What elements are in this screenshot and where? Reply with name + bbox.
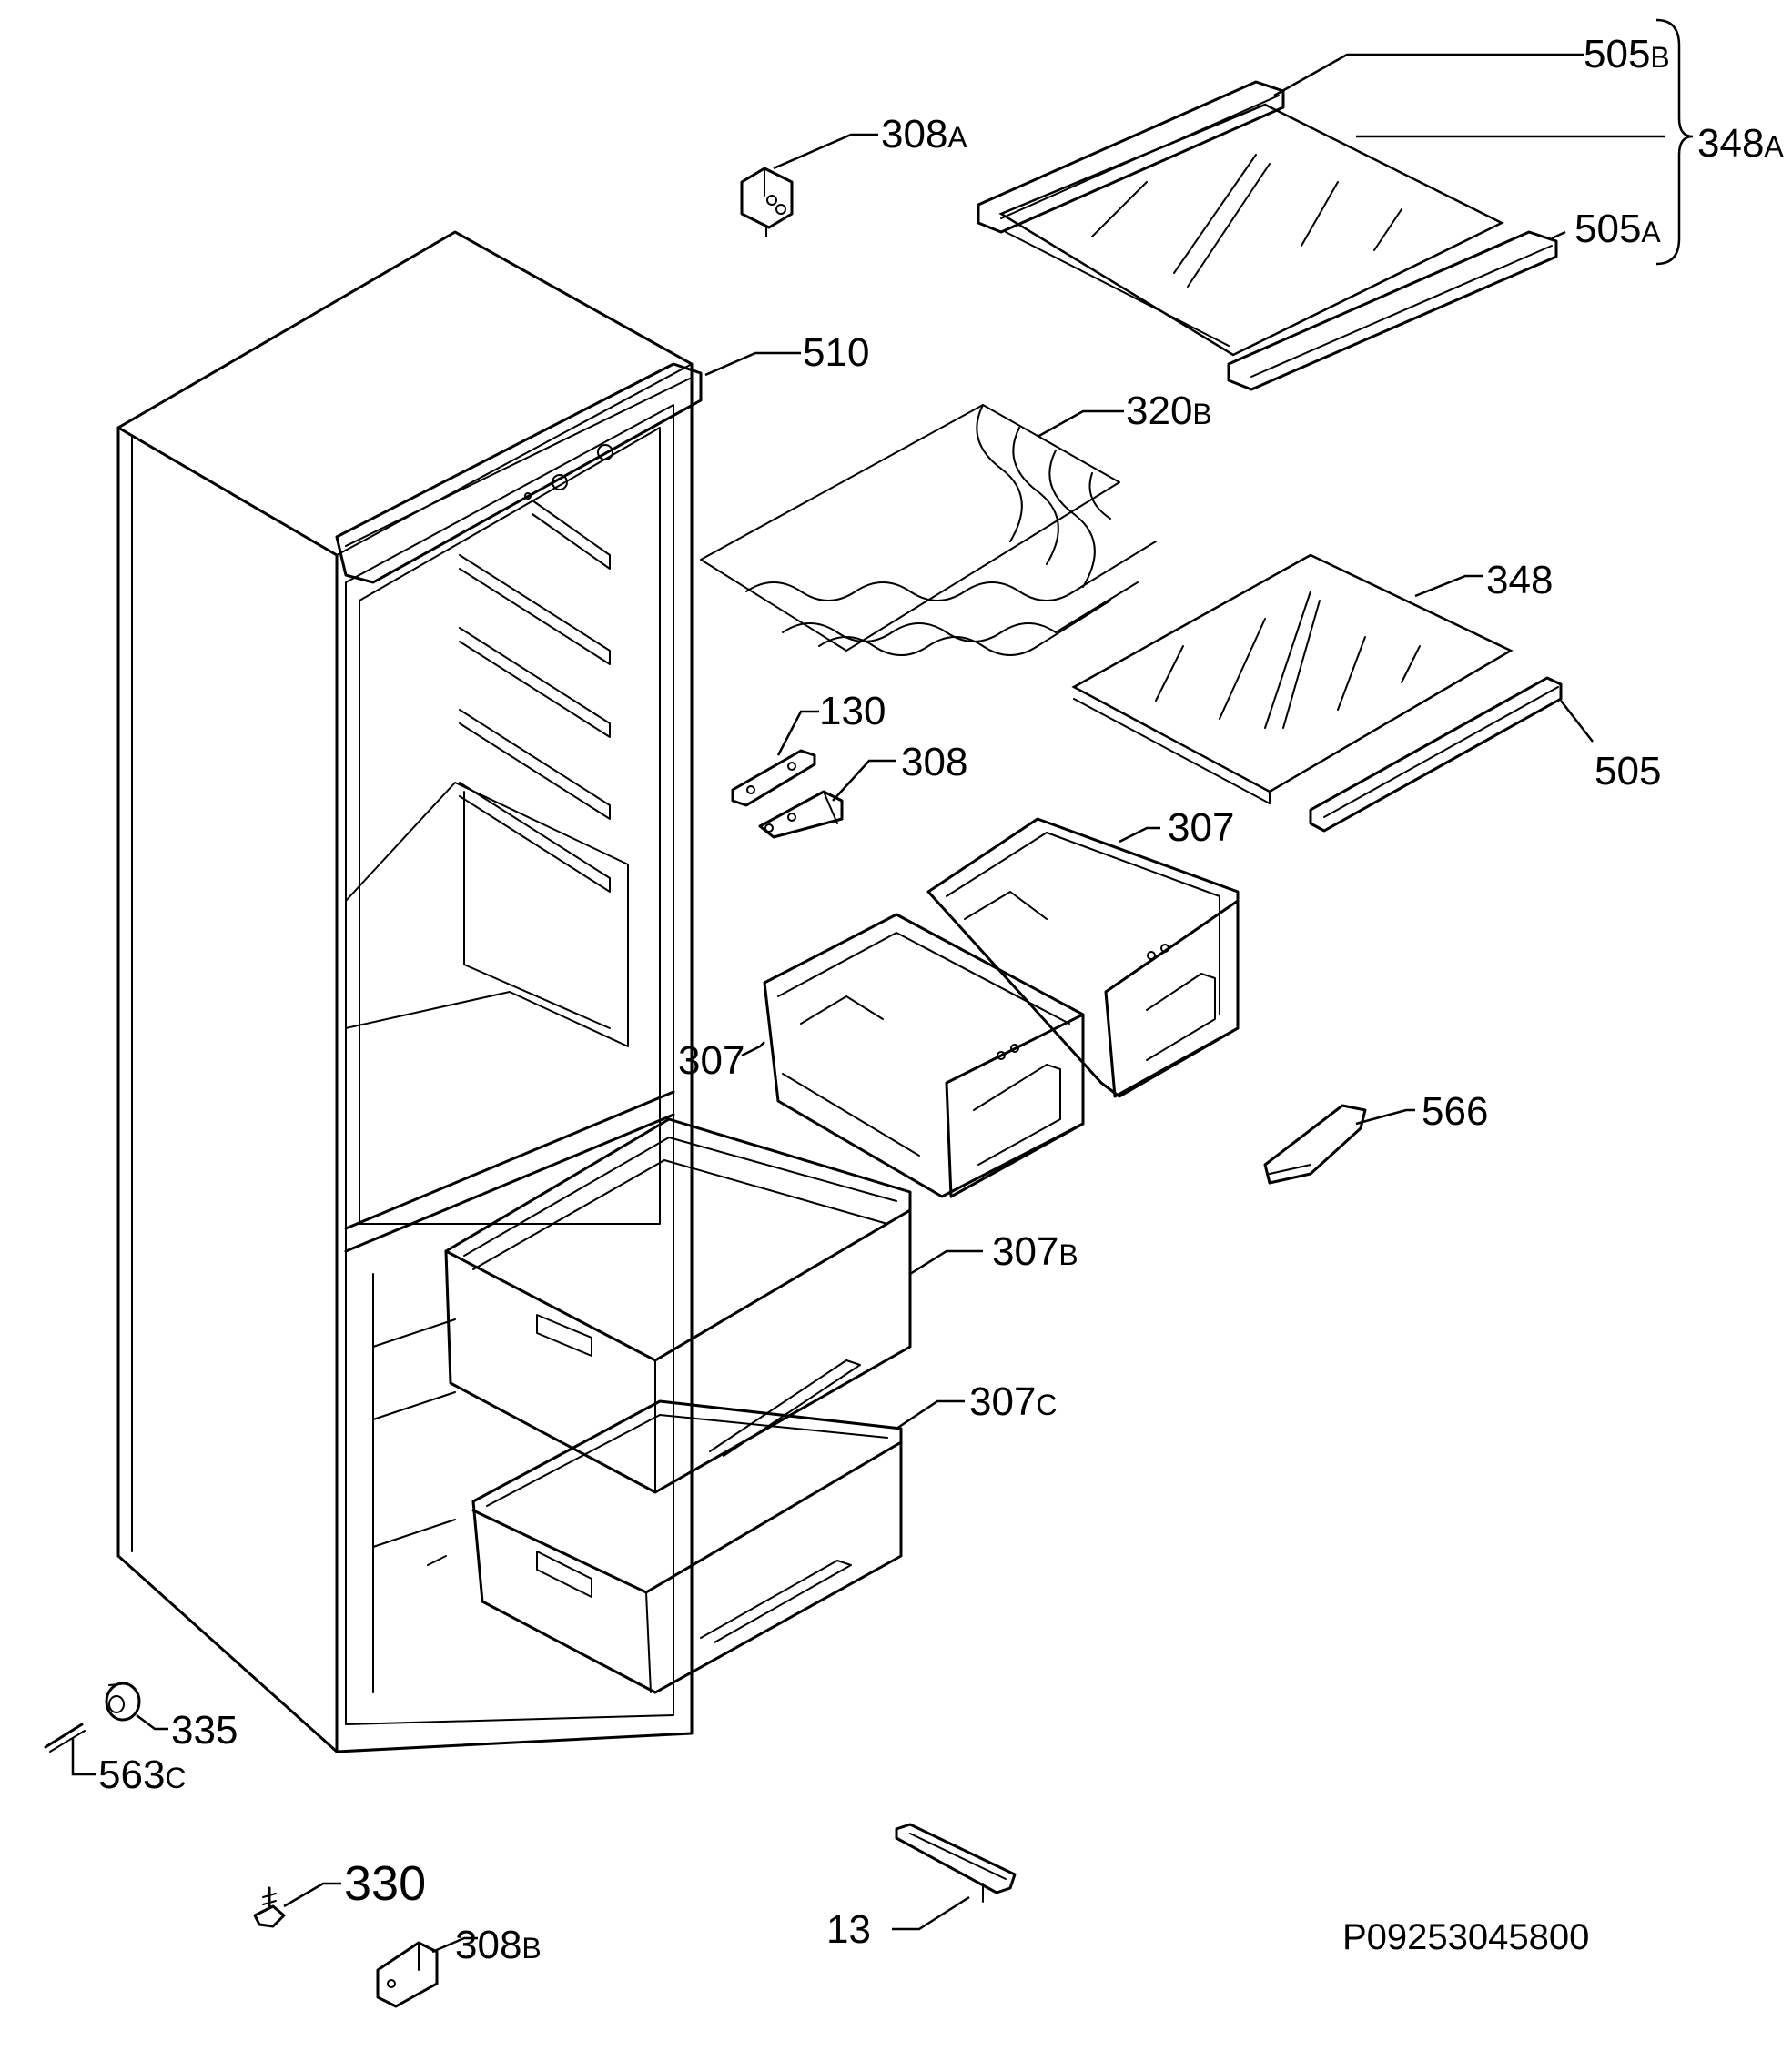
callout-308B: 308B — [455, 1923, 542, 1967]
wine-rack-part-320B — [700, 404, 1157, 656]
bracket-part-130 — [731, 749, 816, 807]
hinge-part-308A — [740, 167, 794, 237]
control-panel-part-510 — [335, 362, 703, 584]
callout-510: 510 — [803, 330, 869, 375]
leader-lines — [71, 53, 1665, 1954]
hinge-part-308 — [758, 790, 844, 839]
foot-part-335 — [105, 1682, 141, 1722]
glass-shelf-assembly-348A — [977, 80, 1558, 391]
assembly-brace — [1655, 18, 1694, 266]
glass-shelf-348 — [1071, 553, 1514, 804]
callout-330: 330 — [344, 1856, 426, 1911]
callout-307-front: 307 — [678, 1038, 744, 1083]
adjustable-foot-part-330 — [253, 1886, 286, 1928]
drawing-reference-number: P09253045800 — [1342, 1917, 1589, 1957]
callout-308A: 308A — [881, 112, 967, 157]
callout-307-rear: 307 — [1168, 805, 1234, 850]
hinge-part-308B — [376, 1941, 439, 2008]
callout-307C: 307C — [969, 1379, 1058, 1424]
freezer-drawer-307C — [471, 1399, 903, 1694]
callout-130: 130 — [819, 689, 886, 733]
callout-505: 505 — [1595, 749, 1661, 793]
callout-320B: 320B — [1126, 389, 1212, 433]
callout-505A: 505A — [1574, 207, 1661, 251]
rail-part-13 — [895, 1823, 1017, 1903]
callout-308: 308 — [901, 740, 967, 784]
callout-566: 566 — [1422, 1089, 1488, 1134]
freezer-drawer-307B — [444, 1117, 912, 1494]
pin-part-563C — [44, 1723, 86, 1753]
callout-335: 335 — [171, 1708, 238, 1753]
clip-part-566 — [1263, 1104, 1367, 1185]
crisper-drawer-307-rear — [926, 817, 1240, 1098]
callout-563C: 563C — [98, 1753, 187, 1797]
crisper-drawer-307-front — [763, 913, 1085, 1198]
callout-307B: 307B — [992, 1229, 1078, 1274]
callout-13: 13 — [826, 1907, 871, 1952]
callout-348A: 348A — [1697, 121, 1784, 166]
refrigerator-cabinet — [116, 230, 694, 1753]
callout-348: 348 — [1486, 558, 1553, 602]
callout-505B: 505B — [1584, 32, 1670, 76]
shelf-trim-505 — [1309, 676, 1563, 833]
